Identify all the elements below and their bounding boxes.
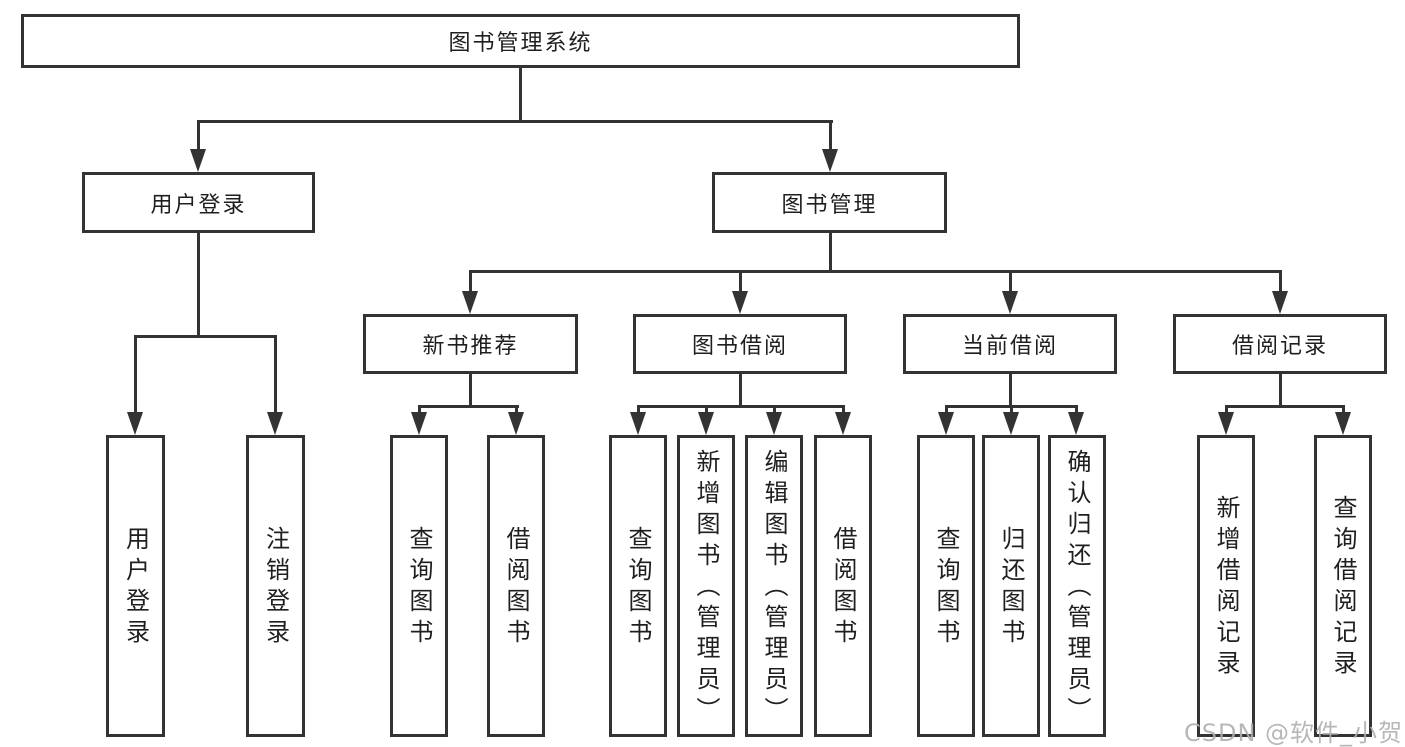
connector-line: [197, 233, 200, 337]
connector-line: [842, 408, 845, 414]
arrow-down-icon: [190, 149, 206, 172]
connector-line: [773, 408, 776, 414]
node-current-borrowing: 当前借阅: [903, 314, 1117, 374]
leaf-borrowing-borrow-books: 借阅图书: [814, 435, 872, 737]
leaf-records-query-record-label: 查询借阅记录: [1329, 495, 1357, 681]
leaf-records-add-record-label: 新增借阅记录: [1212, 495, 1240, 681]
connector-line: [1225, 405, 1345, 408]
leaf-current-confirm-return: 确认归还（管理员）: [1048, 435, 1106, 737]
node-new-book-recommend-label: 新书推荐: [422, 334, 519, 359]
leaf-borrowing-add-books: 新增图书（管理员）: [677, 435, 735, 737]
connector-line: [1279, 374, 1282, 407]
connector-line: [1342, 408, 1345, 414]
arrow-down-icon: [267, 412, 283, 435]
leaf-user-login-label: 用户登录: [121, 526, 150, 650]
connector-line: [469, 270, 1282, 273]
connector-line: [1279, 273, 1282, 295]
node-root: 图书管理系统: [21, 14, 1020, 68]
leaf-recommend-borrow-books-label: 借阅图书: [502, 526, 530, 650]
connector-line: [418, 405, 519, 408]
connector-line: [134, 335, 277, 338]
arrow-down-icon: [508, 412, 524, 435]
arrow-down-icon: [938, 412, 954, 435]
arrow-down-icon: [1003, 412, 1019, 435]
connector-line: [1075, 408, 1078, 414]
leaf-borrowing-add-books-label: 新增图书（管理员）: [692, 448, 720, 728]
connector-line: [739, 374, 742, 407]
arrow-down-icon: [1068, 412, 1084, 435]
arrow-down-icon: [462, 291, 478, 314]
connector-line: [739, 273, 742, 295]
leaf-logout: 注销登录: [246, 435, 305, 737]
leaf-user-login: 用户登录: [106, 435, 165, 737]
arrow-down-icon: [1002, 291, 1018, 314]
connector-line: [1009, 374, 1012, 407]
node-book-management-label: 图书管理: [781, 192, 878, 218]
arrow-down-icon: [835, 412, 851, 435]
connector-line: [197, 120, 833, 123]
node-new-book-recommend: 新书推荐: [363, 314, 578, 374]
arrow-down-icon: [822, 149, 838, 172]
csdn-watermark: CSDN @软件_小贺同学: [1184, 719, 1405, 747]
arrow-down-icon: [1218, 412, 1234, 435]
connector-line: [134, 338, 137, 414]
connector-line: [829, 233, 832, 272]
connector-line: [1225, 408, 1228, 414]
connector-line: [945, 408, 948, 414]
leaf-borrowing-edit-books: 编辑图书（管理员）: [745, 435, 803, 737]
arrow-down-icon: [630, 412, 646, 435]
leaf-recommend-query-books: 查询图书: [390, 435, 448, 737]
leaf-current-return-books-label: 归还图书: [997, 526, 1025, 650]
connector-line: [637, 405, 845, 408]
connector-line: [1010, 408, 1013, 414]
arrow-down-icon: [411, 412, 427, 435]
connector-line: [418, 408, 421, 414]
arrow-down-icon: [766, 412, 782, 435]
node-book-borrowing: 图书借阅: [633, 314, 847, 374]
connector-line: [274, 338, 277, 414]
leaf-records-query-record: 查询借阅记录: [1314, 435, 1372, 737]
leaf-current-query-books: 查询图书: [917, 435, 975, 737]
leaf-current-confirm-return-label: 确认归还（管理员）: [1063, 448, 1091, 728]
leaf-borrowing-edit-books-label: 编辑图书（管理员）: [760, 448, 788, 728]
node-book-borrowing-label: 图书借阅: [691, 334, 788, 359]
connector-line: [1009, 273, 1012, 295]
node-root-label: 图书管理系统: [448, 31, 593, 56]
leaf-logout-label: 注销登录: [261, 526, 290, 650]
arrow-down-icon: [698, 412, 714, 435]
leaf-recommend-query-books-label: 查询图书: [405, 526, 433, 650]
arrow-down-icon: [1335, 412, 1351, 435]
node-borrow-records: 借阅记录: [1173, 314, 1387, 374]
connector-line: [637, 408, 640, 414]
leaf-borrowing-query-books: 查询图书: [609, 435, 667, 737]
connector-line: [515, 408, 518, 414]
connector-line: [197, 123, 200, 154]
leaf-borrowing-borrow-books-label: 借阅图书: [829, 526, 857, 650]
leaf-borrowing-query-books-label: 查询图书: [624, 526, 652, 650]
leaf-recommend-borrow-books: 借阅图书: [487, 435, 545, 737]
connector-line: [519, 68, 522, 122]
connector-line: [469, 374, 472, 407]
node-current-borrowing-label: 当前借阅: [961, 334, 1058, 359]
connector-line: [829, 123, 832, 154]
node-book-management: 图书管理: [712, 172, 947, 233]
connector-line: [469, 273, 472, 295]
leaf-current-query-books-label: 查询图书: [932, 526, 960, 650]
node-borrow-records-label: 借阅记录: [1231, 334, 1328, 359]
connector-line: [945, 405, 1078, 408]
connector-line: [705, 408, 708, 414]
arrow-down-icon: [127, 412, 143, 435]
leaf-records-add-record: 新增借阅记录: [1197, 435, 1255, 737]
arrow-down-icon: [1272, 291, 1288, 314]
leaf-current-return-books: 归还图书: [982, 435, 1040, 737]
arrow-down-icon: [732, 291, 748, 314]
node-user-login-label: 用户登录: [150, 192, 247, 218]
node-user-login: 用户登录: [82, 172, 315, 233]
